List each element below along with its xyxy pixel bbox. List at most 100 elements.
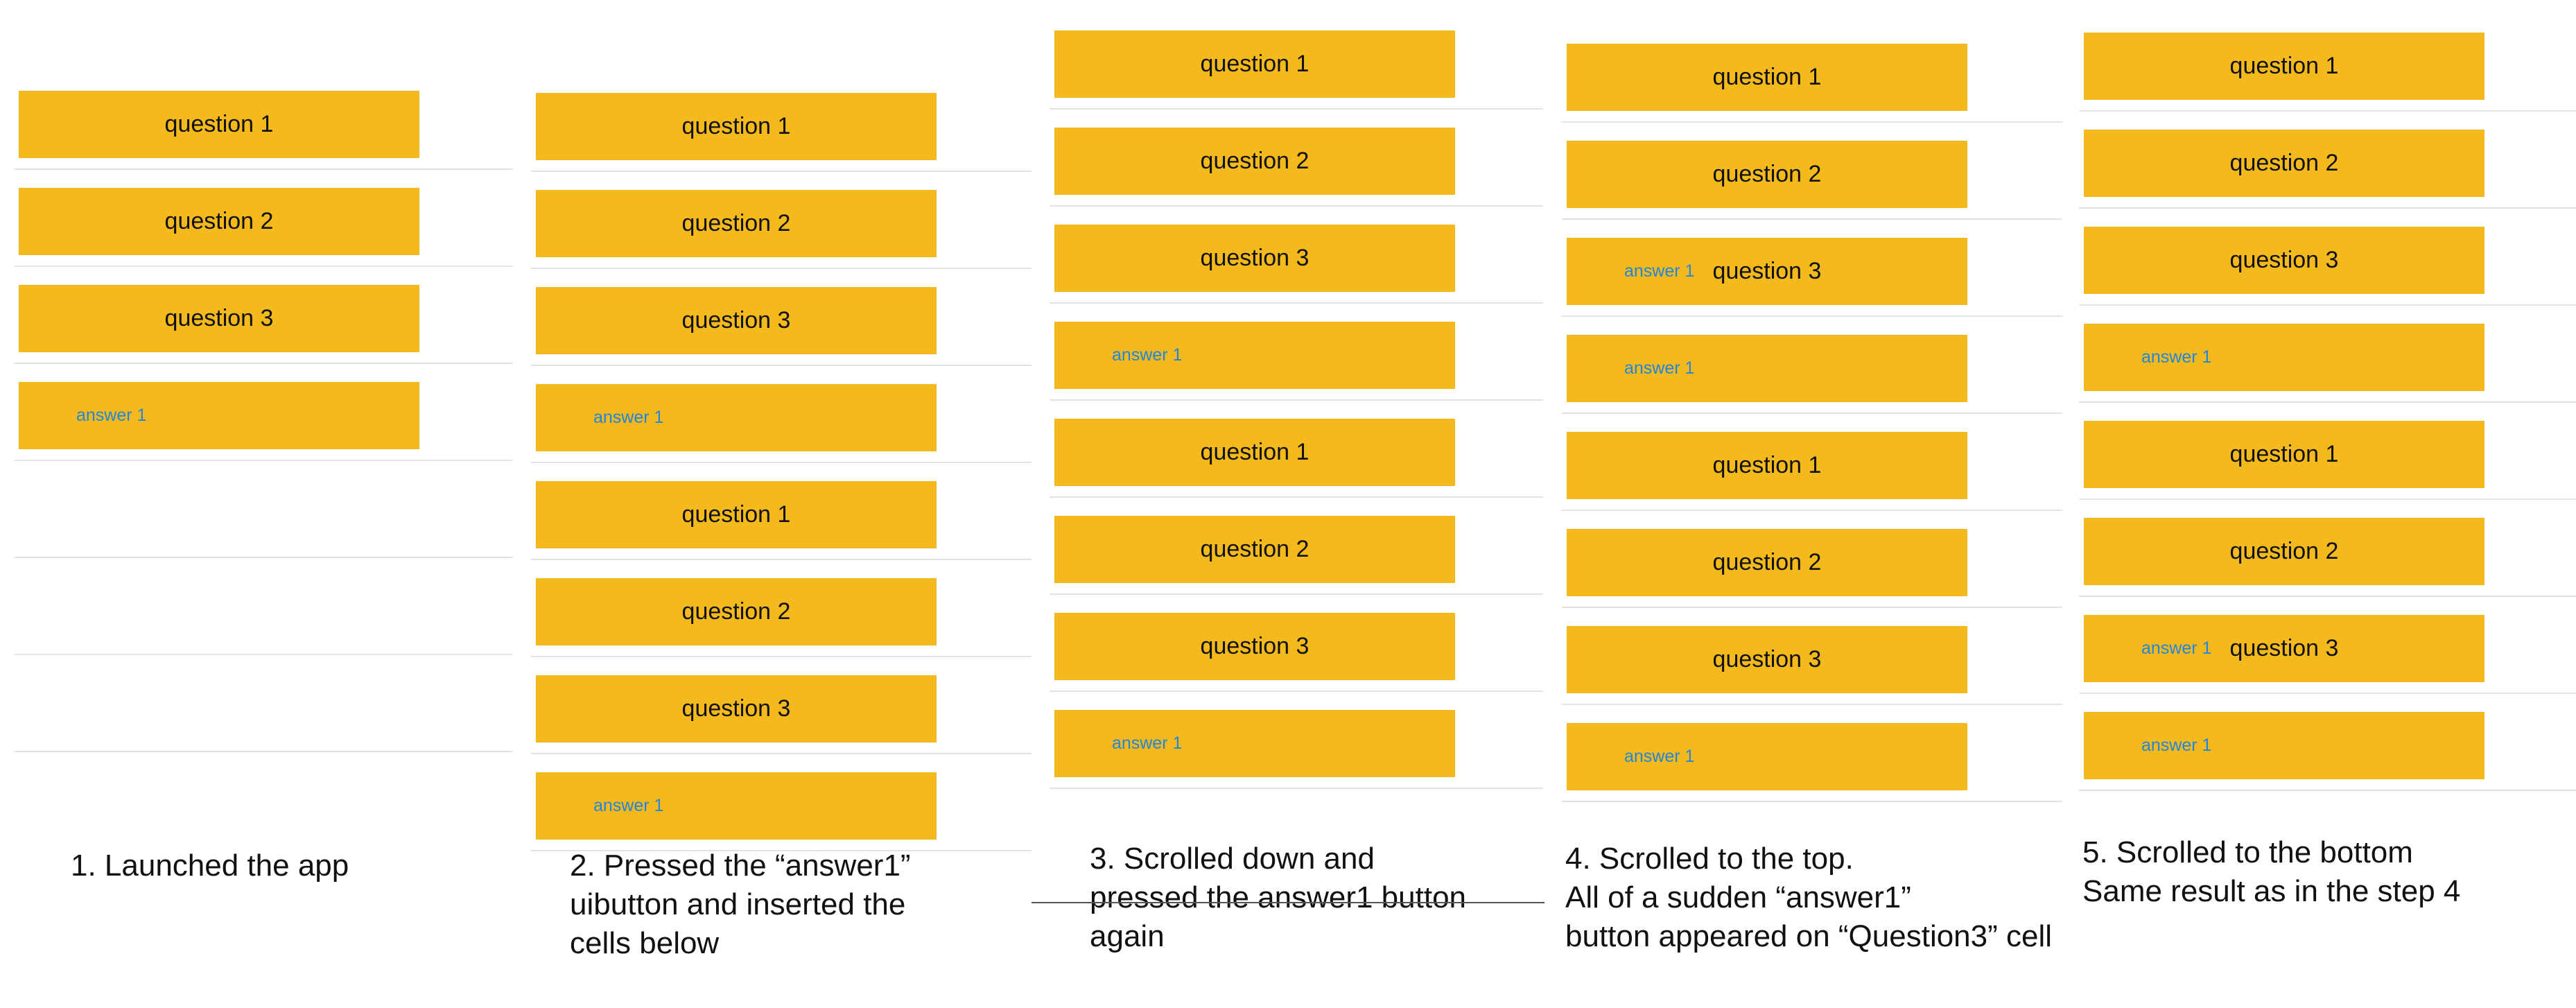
question-label: question 2 [2229,538,2339,564]
table-row: question 3 [531,269,1032,366]
answer-cell-button[interactable]: answer 1 [536,772,937,840]
question-cell-button[interactable]: question 3 [1054,613,1455,680]
table-row: question 1 [1562,414,2062,511]
table-row: question 2 [531,560,1032,657]
answer-cell-button[interactable]: answer 1 [536,384,937,451]
question-label: question 3 [1712,258,1822,284]
step-caption: 4. Scrolled to the top.All of a sudden “… [1565,840,2052,956]
answer-cell-button[interactable]: answer 1 [1567,335,1967,402]
question-cell-button[interactable]: question 1 [1054,419,1455,486]
question-label: question 2 [1712,161,1822,187]
caption-line: 3. Scrolled down and [1090,842,1375,876]
question-cell-button[interactable]: question 1 [536,481,937,548]
caption-line: Same result as in the step 4 [2082,874,2461,908]
row-separator [1050,593,1543,595]
table-row: question 2 [531,172,1032,269]
question-cell-button[interactable]: question 3 [2084,227,2484,294]
answer-button[interactable]: answer 1 [2141,638,2212,658]
question-cell-button[interactable]: question 2 [1054,128,1455,195]
table-view[interactable]: question 1 question 2 question 3 answer 1 qu… [531,73,1032,851]
answer-button[interactable]: answer 1 [593,796,664,815]
question-cell-button[interactable]: question 2 [536,578,937,645]
answer-button[interactable]: answer 1 [76,406,147,425]
question-label: question 3 [2229,247,2339,273]
question-label: question 2 [681,598,791,625]
answer-cell-button[interactable]: answer 1 [1567,723,1967,790]
question-cell-button[interactable]: question 2 [1567,529,1967,596]
table-row: question 2 [14,170,513,267]
row-separator [1562,801,2062,802]
question-label: question 1 [2229,441,2339,467]
table-view[interactable]: question 1 question 2 question 3 answer 1 an… [1562,44,2062,811]
question-cell-button[interactable]: question 3 [19,285,419,352]
question-label: question 1 [1200,51,1309,77]
question-label: question 3 [681,307,791,333]
question-cell-button[interactable]: question 1 [1567,44,1967,111]
row-separator [531,753,1032,754]
question-label: question 1 [164,111,274,137]
row-separator [14,654,513,655]
question-cell-button[interactable]: question 2 [19,188,419,255]
question-cell-button[interactable]: question 1 [1054,31,1455,98]
question-cell-button[interactable]: question 1 [2084,33,2484,100]
table-row: question 1 [1050,12,1543,110]
caption-line: pressed the answer1 button [1090,880,1467,914]
table-view[interactable]: question 1 question 2 question 3 answer 1 qu… [1050,31,1543,811]
question-cell-button[interactable]: question 1 [19,91,419,158]
caption-line: cells below [570,926,720,960]
caption-line: again [1090,919,1165,953]
question-cell-button[interactable]: question 2 [2084,130,2484,197]
answer-cell-button[interactable]: answer 1 [2084,324,2484,391]
row-separator [14,751,513,752]
answer-cell-button[interactable]: answer 1 [2084,712,2484,779]
step-panel-4: question 1 question 2 question 3 answer 1 an… [1562,0,2062,1008]
row-separator [1050,399,1543,401]
question-cell-button[interactable]: question 3 answer 1 [1567,238,1967,305]
table-row: question 2 [1562,123,2062,220]
row-separator [2079,207,2576,209]
question-cell-button[interactable]: question 3 [536,287,937,354]
question-cell-button[interactable]: question 2 [1054,516,1455,583]
row-separator [2079,790,2576,791]
answer-cell-button[interactable]: answer 1 [1054,322,1455,389]
question-label: question 3 [681,695,791,722]
question-cell-button[interactable]: question 2 [2084,518,2484,585]
question-cell-button[interactable]: question 3 [1567,626,1967,693]
answer-button[interactable]: answer 1 [1112,345,1183,365]
table-row: answer 1 [1562,317,2062,414]
answer-button[interactable]: answer 1 [1624,261,1695,281]
question-cell-button[interactable]: question 2 [536,190,937,257]
question-cell-button[interactable]: question 1 [1567,432,1967,499]
answer-button[interactable]: answer 1 [1112,733,1183,753]
row-separator [2079,304,2576,306]
table-row: question 1 [1050,401,1543,498]
question-cell-button[interactable]: question 2 [1567,141,1967,208]
answer-button[interactable]: answer 1 [593,408,664,427]
table-row [14,461,513,558]
question-cell-button[interactable]: question 1 [2084,421,2484,488]
answer-cell-button[interactable]: answer 1 [1054,710,1455,777]
table-row: answer 1 [1050,304,1543,401]
answer-button[interactable]: answer 1 [2141,736,2212,755]
answer-button[interactable]: answer 1 [1624,747,1695,766]
answer-cell-button[interactable]: answer 1 [19,382,419,449]
step-panel-1: question 1 question 2 question 3 answer 1 1.… [14,0,513,1008]
question-cell-button[interactable]: question 1 [536,93,937,160]
row-separator [1562,510,2062,511]
row-separator [531,850,1032,851]
caption-line: All of a sudden “answer1” [1565,880,1911,914]
table-view[interactable]: question 1 question 2 question 3 answer 1 [14,73,513,811]
answer-button[interactable]: answer 1 [1624,358,1695,378]
table-row: answer 1 [14,364,513,461]
row-separator [531,559,1032,560]
row-separator [1562,218,2062,220]
question-label: question 2 [2229,150,2339,176]
question-cell-button[interactable]: question 3 [1054,225,1455,292]
question-label: question 3 [1712,646,1822,672]
question-cell-button[interactable]: question 3 [536,675,937,742]
answer-button[interactable]: answer 1 [2141,347,2212,367]
caption-line: 1. Launched the app [71,849,349,883]
